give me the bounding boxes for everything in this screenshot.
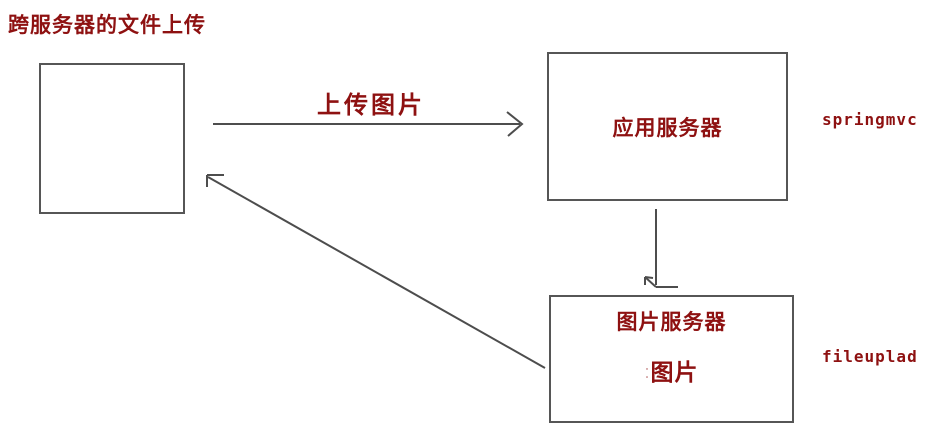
image-server-box: 图片服务器 :图片 [549,295,794,423]
image-server-tag: fileuplad [822,347,918,366]
client-box [39,63,185,214]
upload-arrow-label: 上传图片 [317,92,425,119]
image-server-title: 图片服务器 [616,311,727,334]
image-content-text: 图片 [650,359,699,385]
app-server-tag: springmvc [822,110,918,129]
page-title: 跨服务器的文件上传 [8,14,206,37]
app-server-box: 应用服务器 [547,52,788,201]
app-server-label: 应用服务器 [612,116,723,140]
app-to-image-arrow [644,209,678,288]
image-content-prefix: : [644,362,651,382]
return-arrow [206,174,546,369]
image-server-content: :图片 [551,353,792,387]
